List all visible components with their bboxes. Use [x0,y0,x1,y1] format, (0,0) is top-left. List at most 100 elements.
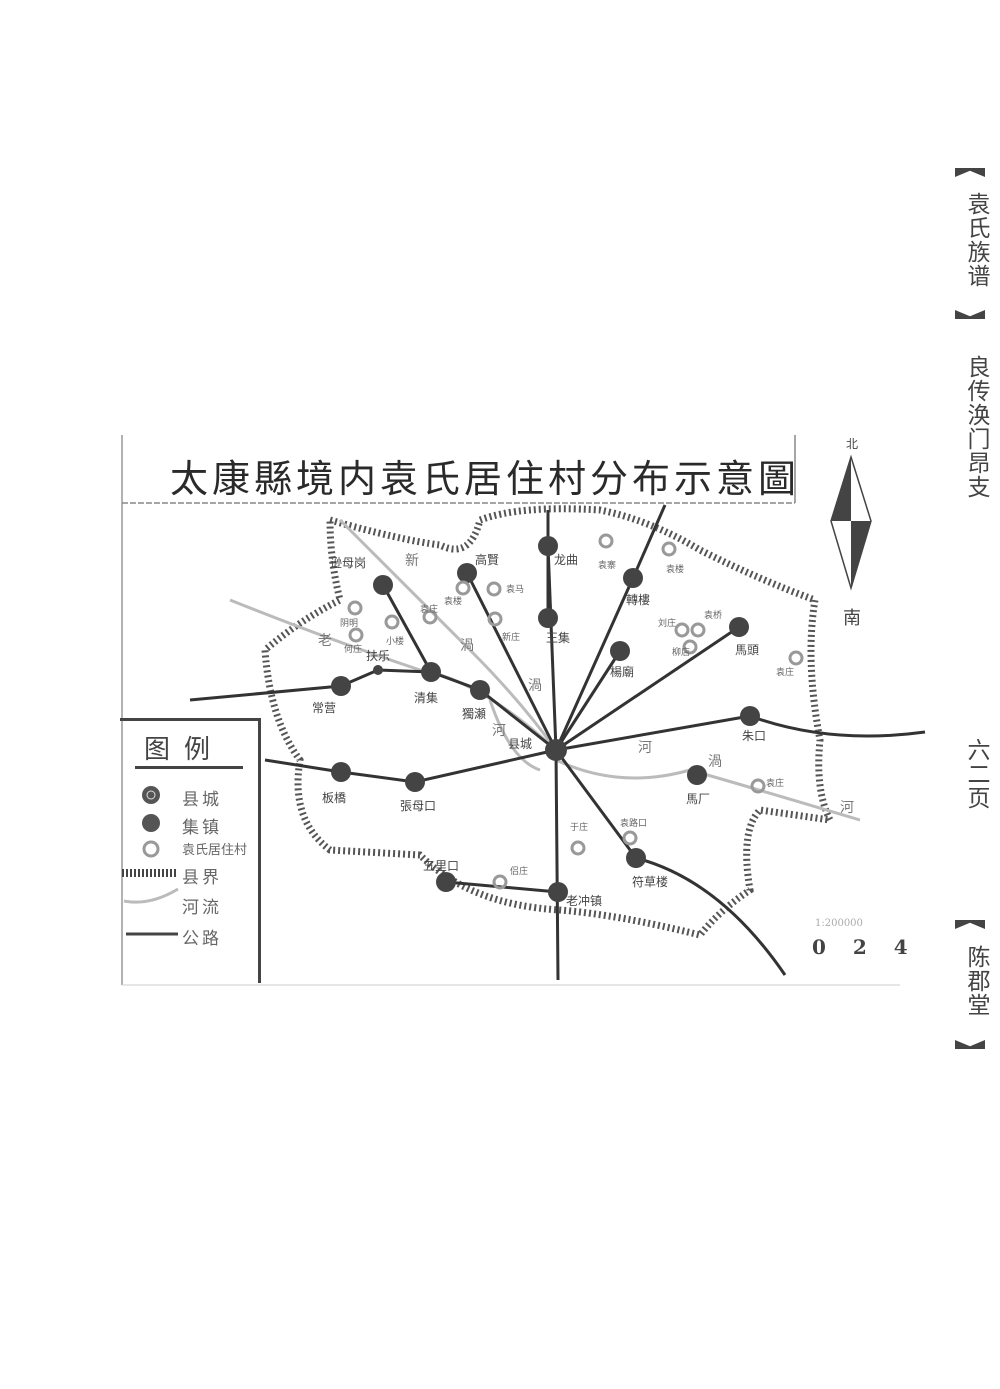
village-marker [422,609,438,625]
village-label: 阴明 [340,618,358,629]
hall-name: 陈郡堂 [963,945,989,1017]
legend-town: 集镇 [182,818,222,838]
legend: 图例 县城 集镇 袁氏居住村 县界 河流 公路 [120,718,261,983]
road [555,714,751,752]
village-marker [487,611,503,627]
village-marker [622,830,638,846]
legend-title: 图例 [144,735,225,765]
road [554,650,622,751]
town-marker [373,665,383,675]
village-marker [348,627,364,643]
village-marker [455,580,471,596]
title-frame [121,435,900,986]
town-label: 板橋 [322,791,346,805]
town-label: 扶乐 [366,648,390,663]
town-label: 五里口 [423,859,459,873]
map-title: 太康縣境内袁氏居住村分布示意圖 [170,457,801,501]
village-label: 袁桥 [704,609,722,621]
town-label: 常营 [312,701,336,715]
legend-river: 河流 [182,898,222,918]
compass-rose [830,454,872,591]
road [554,749,638,859]
road [555,625,740,752]
town-marker [548,882,568,902]
town-marker [610,641,630,661]
river-label: 渦 [460,638,474,654]
town-label: 獨瀬 [462,706,486,721]
town-marker [331,762,351,782]
town-marker [405,772,425,792]
town-marker [470,680,490,700]
page-number: 六二页 [963,738,989,810]
town-label: 轉樓 [626,592,650,607]
town-marker [436,872,456,892]
town-label: 清集 [414,690,438,705]
river-label: 老 [318,633,332,649]
village-marker [674,622,690,638]
town-label: 符草楼 [632,874,668,889]
town-icon [142,814,160,832]
road [554,577,635,751]
river-label: 河 [840,800,854,816]
book-title: 袁氏族谱 [963,192,989,288]
village-label: 小楼 [386,635,404,647]
town-marker [538,536,558,556]
town-marker [331,676,351,696]
village-label: 袁路口 [620,817,647,829]
county-seat-marker [545,739,567,761]
county-seat-label: 县城 [508,737,532,751]
village-marker [486,581,502,597]
town-label: 老冲镇 [566,893,602,908]
town-label: 馬厂 [686,792,710,806]
town-marker [687,765,707,785]
legend-county-seat: 县城 [182,790,222,810]
rivers [229,518,861,822]
village-label: 何庄 [344,643,362,655]
town-marker [626,848,646,868]
village-label: 侣庄 [510,865,528,877]
village-marker [347,600,363,616]
road [465,572,558,751]
town-marker [740,706,760,726]
village-label: 袁庄 [776,666,794,678]
village-label: 袁楼 [666,563,684,575]
village-label: 柳店 [672,646,690,658]
village-marker [788,650,804,666]
village-marker [661,541,677,557]
village-label: 刘庄 [658,617,676,629]
legend-border: 县界 [182,868,222,888]
village-label: 袁马 [506,583,524,595]
village-label: 袁庄 [420,603,438,615]
town-label: 楊廟 [610,664,634,679]
legend-symbols [122,786,179,936]
village-marker [384,614,400,630]
village-marker [570,840,586,856]
village-marker [750,778,766,794]
legend-village: 袁氏居住村 [182,843,248,858]
village-label: 袁庄 [766,777,784,789]
town-label: 王集 [546,630,570,645]
town-marker [457,563,477,583]
county-seat-icon [142,786,160,804]
compass-north: 北 [846,437,858,451]
town-marker [623,568,643,588]
town-label: 馬頭 [735,643,759,657]
town-marker [729,617,749,637]
town-label: 朱口 [742,729,766,743]
legend-road: 公路 [182,929,222,949]
river-label: 河 [492,723,506,739]
scale-bar: 0 2 4 [812,935,918,959]
river-label: 河 [638,740,652,756]
scale-ratio: 1:200000 [815,918,863,929]
town-marker [373,575,393,595]
village-label: 新庄 [502,631,520,643]
village-marker [598,533,614,549]
town-marker [538,608,558,628]
river-label: 渦 [708,754,722,770]
town-marker [421,662,441,682]
village-label: 袁楼 [444,595,462,607]
village-marker [690,622,706,638]
legend-divider [135,766,243,769]
river-label: 渦 [528,678,542,694]
